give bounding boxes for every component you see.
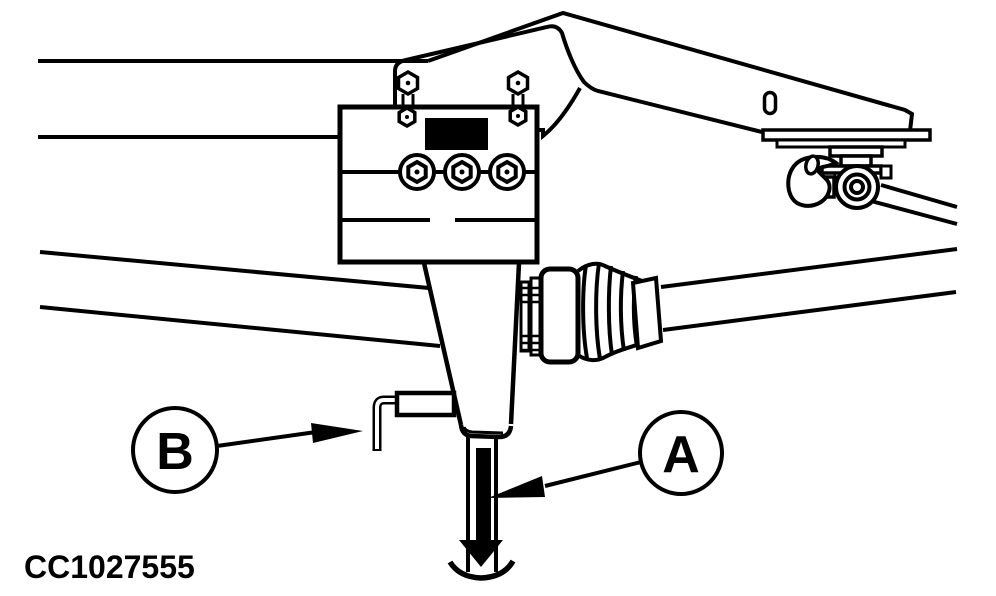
down-arrow-indicator [447,448,516,581]
arm-lower-contour [393,24,767,135]
spline-strip-1 [519,280,531,353]
gauge-pin [372,390,457,451]
callout-a-circle [638,410,724,496]
ground-dish [447,559,516,581]
latch-hook-horn [804,154,820,176]
callout-b: B [131,406,363,494]
callout-a-letter: A [662,426,700,484]
cone-left-edge [421,262,464,426]
down-arrow-head [459,540,503,567]
boot-clamp [630,275,664,351]
gearbox-label-plate [425,118,488,150]
callout-a: A [488,410,724,498]
callout-b-leader [216,430,317,448]
arm-slot [762,90,778,116]
gearbox-block [337,69,540,265]
callout-a-leader [544,460,642,488]
driveshaft-tube-top [660,247,958,289]
caster-assembly [761,128,958,226]
boot-rib-3 [606,265,614,356]
driveshaft [519,247,958,365]
arm-block-tab [537,87,582,141]
lift-arm [393,10,915,141]
gauge-rod-top-line [880,183,958,209]
gearbox-face-bolts [398,153,526,191]
deck-line-upper [39,250,430,290]
callout-a-arrowhead [488,476,545,498]
caster-flange-tab [879,164,893,180]
figure-code-label: CC1027555 [24,549,195,585]
driveshaft-tube-bottom [662,290,957,332]
gauge-pin-body [394,390,457,418]
callout-b-arrowhead [311,423,363,443]
gauge-rod-bottom-line [870,199,958,226]
gauge-pin-tube-inner [375,398,399,449]
flange-bolts [396,69,530,129]
down-arrow-shaft [476,448,491,541]
boot-rib-1 [581,264,589,359]
deck-frame-lines [38,59,441,348]
cone-right-edge [508,262,522,425]
deck-line-lower [39,305,441,348]
callout-b-circle [131,406,219,494]
boot-rib-4 [618,270,626,352]
callout-b-letter: B [156,423,194,481]
cone-lip-inner [462,426,504,435]
cone-lip-outer [458,424,514,440]
boot-rib-2 [594,262,602,360]
spindle-cone [421,262,522,572]
roller-inner [849,179,865,195]
latch-hook [786,155,840,208]
arm-top-contour [427,10,915,132]
shaft-collar [538,266,581,365]
